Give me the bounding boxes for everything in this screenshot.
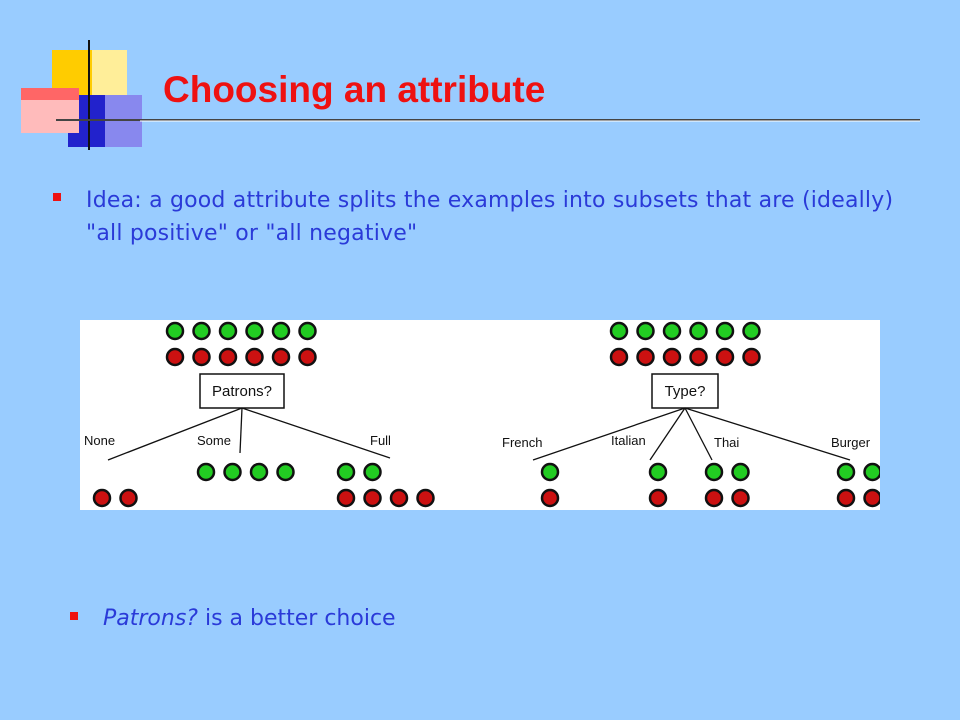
tree-branch-label: Thai [714,435,739,450]
leaf-negative-example [836,488,856,508]
leaf-negative-example [92,488,112,508]
leaf-positive-example [863,462,880,482]
root-negative-example [298,347,317,367]
leaf-positive-example [540,462,560,482]
leaf-negative-example [363,488,382,508]
tree-branch-edge [241,407,391,459]
leaf-negative-example [704,488,724,508]
conclusion-text: is a better choice [197,606,396,631]
attribute-name: Patrons? [103,606,198,631]
slide-logo [21,40,920,150]
leaf-positive-example [249,462,269,482]
tree-branch-edge [684,407,713,461]
tree-branch-label: Italian [611,433,646,448]
leaf-negative-example [336,488,356,508]
tree-branch-label: French [502,435,542,450]
leaf-positive-example [336,462,356,482]
logo-yellow-fade [92,50,127,95]
root-positive-example [165,321,185,341]
bullet-text-conclusion: Patrons? is a better choice [103,602,803,635]
leaf-negative-example [389,488,409,508]
root-positive-example [245,321,264,341]
root-positive-example [742,321,761,341]
leaf-positive-example [223,462,242,482]
root-positive-example [636,321,655,341]
leaf-positive-example [731,462,750,482]
bullet-text-idea: Idea: a good attribute splits the exampl… [86,188,894,246]
root-negative-example [165,347,185,367]
root-positive-example [218,321,238,341]
root-negative-example [192,347,211,367]
root-positive-example [715,321,735,341]
tree-branch-label: Full [370,433,391,448]
root-negative-example [609,347,629,367]
root-positive-example [192,321,211,341]
tree-root-node [199,373,285,409]
tree-root-label: Type? [665,383,706,400]
leaf-positive-example [196,462,216,482]
root-positive-example [689,321,708,341]
logo-red-fade [21,100,79,133]
leaf-positive-example [648,462,668,482]
tree-root-label: Patrons? [212,383,272,400]
leaf-negative-example [731,488,750,508]
tree-branch-label: Some [197,433,231,448]
root-negative-example [636,347,655,367]
tree-branch-edge [107,407,243,461]
leaf-positive-example [704,462,724,482]
tree-branch-edge [532,407,686,461]
leaf-negative-example [416,488,435,508]
root-positive-example [271,321,291,341]
decision-tree-figure: Patrons? None Some Full Type? French Italian Th… [80,320,880,510]
leaf-negative-example [540,488,560,508]
root-negative-example [245,347,264,367]
root-negative-example [662,347,682,367]
decision-trees-svg: Patrons? None Some Full Type? French Italian Th… [84,321,880,508]
root-positive-example [609,321,629,341]
tree-branch-edge [239,407,243,454]
leaf-negative-example [863,488,880,508]
root-positive-example [298,321,317,341]
root-negative-example [689,347,708,367]
leaf-positive-example [276,462,295,482]
bullet-icon [70,612,78,620]
leaf-negative-example [119,488,138,508]
root-negative-example [742,347,761,367]
leaf-positive-example [836,462,856,482]
tree-branch-label: Burger [831,435,871,450]
tree-branch-edge [684,407,851,461]
root-negative-example [271,347,291,367]
page-title: Choosing an attribute [163,69,546,110]
root-negative-example [715,347,735,367]
root-positive-example [662,321,682,341]
leaf-negative-example [648,488,668,508]
root-negative-example [218,347,238,367]
tree-branch-edge [649,407,686,461]
tree-branch-label: None [84,433,115,448]
bullet-icon [53,193,61,201]
leaf-positive-example [363,462,382,482]
